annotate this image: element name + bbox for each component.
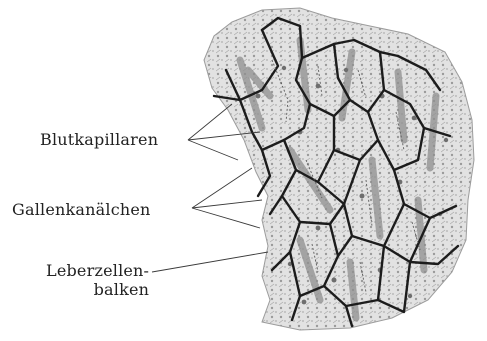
- leader-blutkapillaren-2: [188, 104, 232, 140]
- leader-blutkapillaren-3: [188, 140, 238, 160]
- label-leberzellen-line1: Leberzellen-: [46, 261, 149, 280]
- label-leberzellenbalken: Leberzellen- balken: [46, 261, 149, 299]
- label-leberzellen-line2: balken: [46, 280, 149, 299]
- tissue-mass: [204, 8, 474, 330]
- leader-gallenkanaelchen-3: [192, 208, 260, 228]
- label-gallenkanaelchen: Gallenkanälchen: [12, 200, 151, 219]
- leader-leberzellenbalken: [152, 252, 268, 272]
- label-blutkapillaren: Blutkapillaren: [40, 130, 158, 149]
